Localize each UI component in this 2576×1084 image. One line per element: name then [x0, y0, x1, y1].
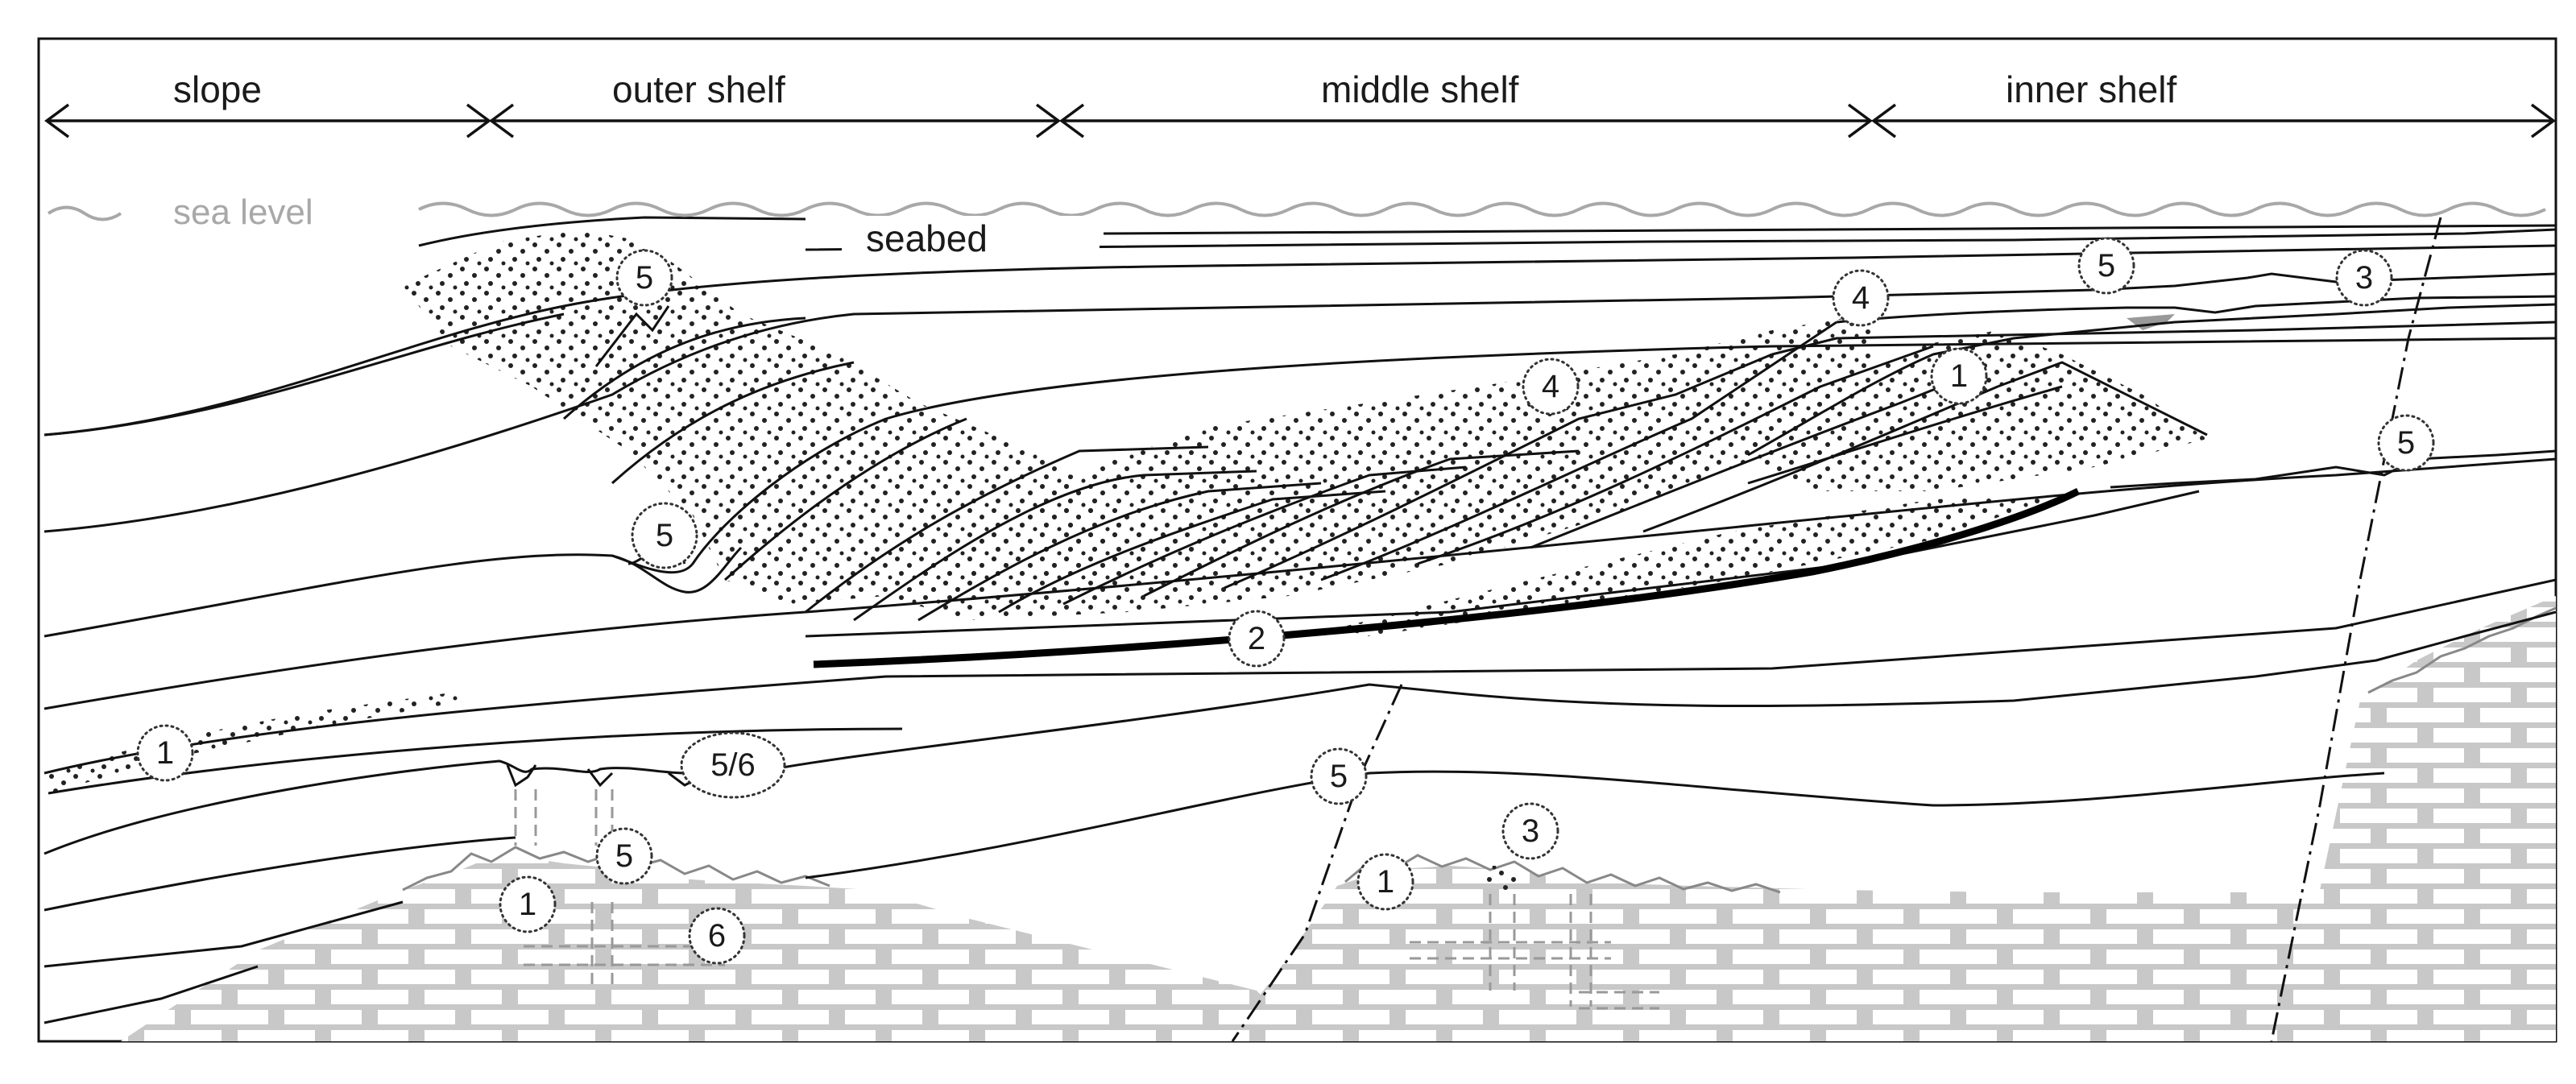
svg-text:1: 1: [156, 735, 174, 771]
zone-label-inner-shelf: inner shelf: [2006, 68, 2176, 110]
limestone-basement-right: [2288, 596, 2556, 1041]
svg-text:5: 5: [656, 518, 673, 553]
marker: 1: [499, 875, 557, 933]
limestone-basement-middle: [1224, 866, 2336, 1041]
svg-text:5/6: 5/6: [710, 747, 756, 783]
karst-channels: [514, 789, 1659, 1010]
marker: 4: [1522, 358, 1580, 416]
marker: 5: [2077, 237, 2135, 295]
sand-body-prograding-wedges: [886, 314, 1877, 620]
sand-body-lower-tongue: [1337, 495, 2062, 636]
sand-body-outer-shelf: [403, 230, 1208, 604]
marker: 5: [595, 827, 653, 885]
seabed-notch: [594, 305, 670, 367]
incised-valley: [611, 546, 743, 594]
marker: 6: [688, 907, 746, 965]
sea-level: [47, 201, 2546, 221]
marker: 5: [615, 249, 673, 307]
markers: 5 5 1 5/6 5 1 6 4 4 1 2 5 3 1 5 3 5: [136, 237, 2435, 965]
seabed-label: seabed: [866, 217, 988, 259]
svg-text:6: 6: [708, 918, 726, 954]
sand-bodies: [44, 230, 2207, 896]
marker: 1: [1356, 853, 1414, 911]
svg-text:5: 5: [2397, 425, 2415, 461]
sand-body-lowstand: [44, 693, 467, 793]
marker: 5: [631, 502, 698, 569]
svg-text:1: 1: [519, 887, 536, 922]
sand-body-inner-wedge: [1740, 330, 2207, 491]
svg-text:2: 2: [1248, 621, 1265, 656]
svg-text:5: 5: [615, 838, 633, 874]
svg-text:4: 4: [1542, 369, 1559, 404]
marker: 3: [2335, 249, 2393, 307]
svg-text:5: 5: [1330, 759, 1348, 794]
svg-text:1: 1: [1377, 864, 1394, 900]
svg-text:3: 3: [1522, 813, 1539, 849]
svg-text:1: 1: [1950, 358, 1968, 394]
marker: 2: [1228, 610, 1286, 668]
clinoforms: [43, 312, 2208, 622]
marker: 1: [136, 724, 194, 782]
svg-text:3: 3: [2355, 260, 2373, 296]
zone-label-slope: slope: [173, 68, 262, 110]
svg-text:5: 5: [2098, 248, 2115, 283]
zone-label-outer-shelf: outer shelf: [612, 68, 785, 110]
marker: 5/6: [680, 731, 786, 799]
svg-text:5: 5: [636, 260, 653, 296]
marker: 1: [1930, 347, 1988, 405]
marker: 5: [2377, 414, 2435, 472]
svg-text:4: 4: [1852, 280, 1870, 316]
zone-label-middle-shelf: middle shelf: [1321, 68, 1519, 110]
marker: 3: [1501, 802, 1559, 860]
sequence-boundary: [813, 487, 2081, 668]
zone-arrows: [44, 103, 2556, 139]
faults: [1231, 217, 2442, 1041]
sea-level-label: sea level: [173, 192, 313, 232]
marker: 4: [1832, 269, 1890, 327]
sand-body-channel-fill: [1476, 866, 1522, 896]
marker: 5: [1310, 747, 1368, 805]
